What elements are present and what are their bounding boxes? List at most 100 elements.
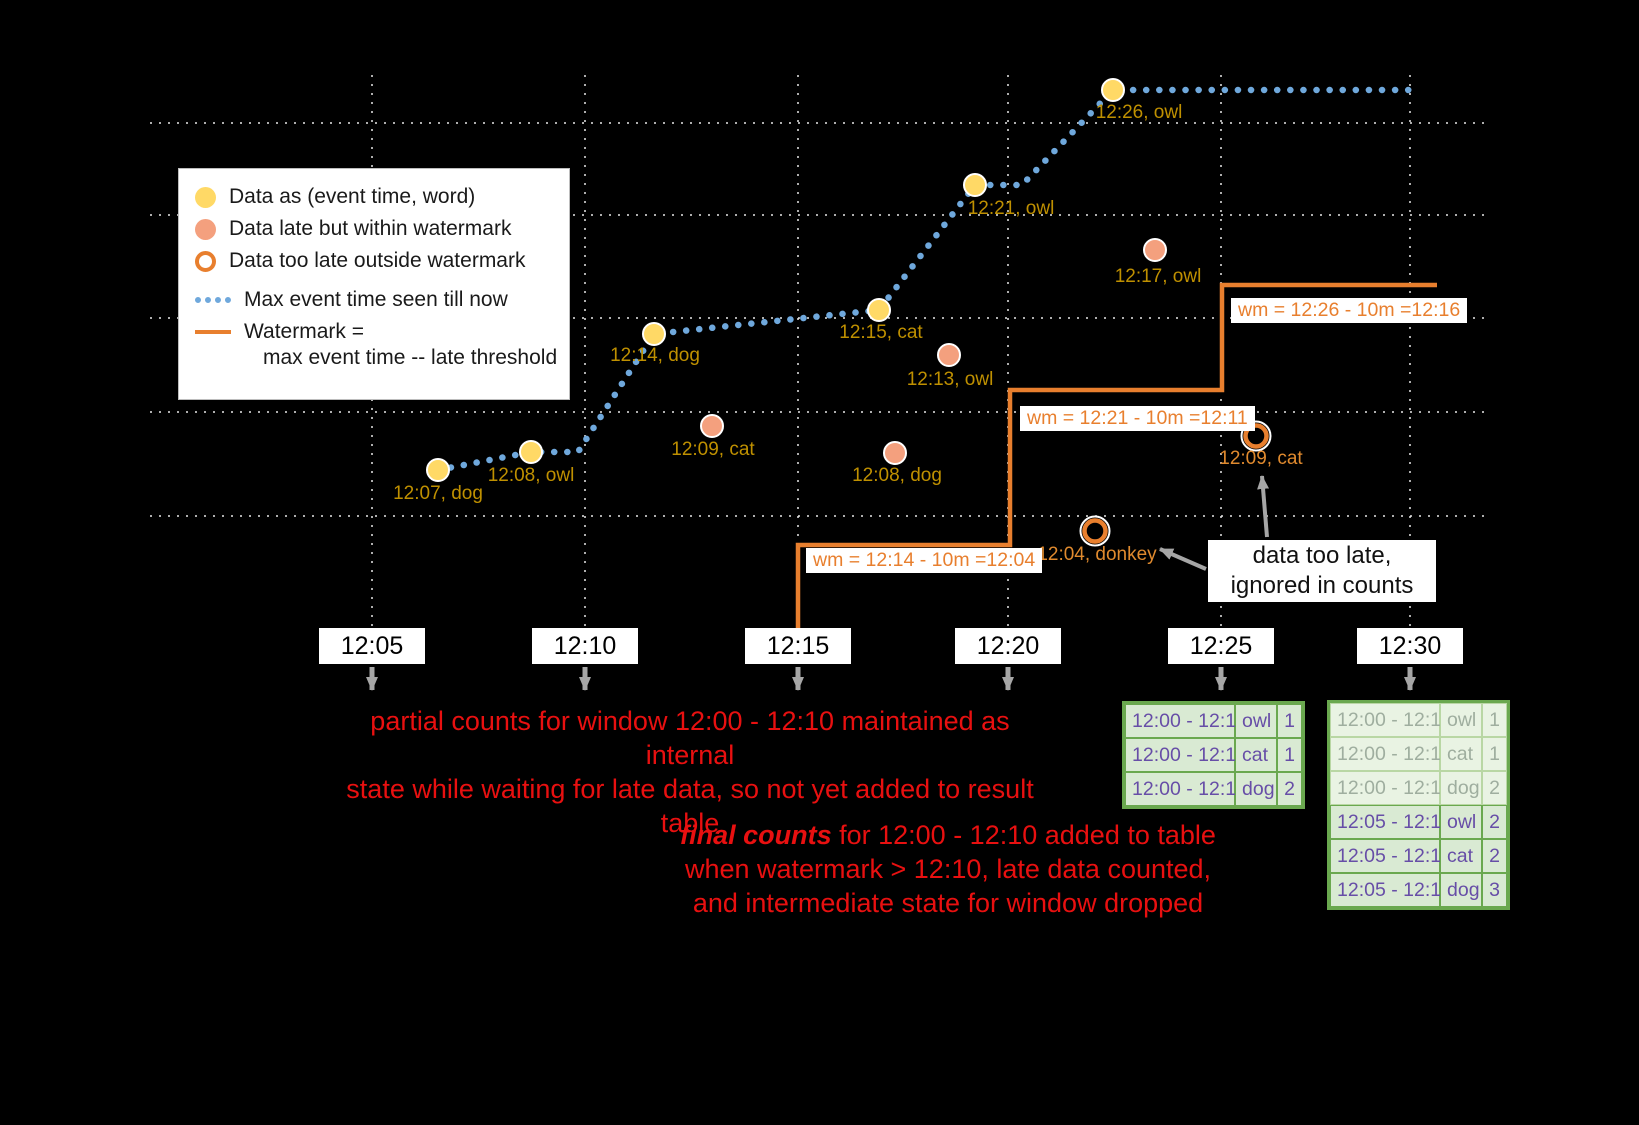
note-line: final counts for 12:00 - 12:10 added to …	[556, 818, 1340, 852]
callout-line: ignored in counts	[1230, 572, 1414, 599]
window-cell: 12:00 - 12:10	[1330, 771, 1452, 805]
point-label: 12:04, donkey	[1037, 544, 1157, 565]
note-line: and intermediate state for window droppe…	[692, 888, 1204, 918]
count-cell: 1	[1277, 738, 1302, 772]
window-cell: 12:00 - 12:10	[1125, 772, 1247, 806]
data-point-on-time	[867, 298, 891, 322]
note-line: state while waiting for late data, so no…	[346, 774, 1034, 838]
watermark-line	[795, 282, 1437, 628]
data-point-on-time	[963, 173, 987, 197]
too-late-callout: data too late, ignored in counts	[1208, 540, 1436, 602]
window-cell: 12:00 - 12:10	[1330, 703, 1452, 737]
point-label: 12:07, dog	[393, 483, 483, 504]
word-cell: dog	[1440, 771, 1482, 805]
callout-arrow	[1257, 475, 1270, 538]
data-point-on-time	[1101, 78, 1125, 102]
legend: Data as (event time, word) Data late but…	[178, 168, 570, 400]
axis-tick-12:05: 12:05	[319, 628, 425, 664]
count-cell: 2	[1277, 772, 1302, 806]
word-cell: dog	[1235, 772, 1277, 806]
too-late-dot-icon	[195, 250, 216, 272]
word-cell: dog	[1440, 873, 1482, 907]
word-cell: cat	[1235, 738, 1277, 772]
watermark-value-label: wm = 12:14 - 10m =12:04	[806, 548, 1043, 573]
count-cell: 2	[1482, 771, 1507, 805]
legend-label: Data as (event time, word)	[229, 185, 476, 208]
solid-line-icon	[195, 330, 231, 334]
legend-label: Max event time seen till now	[244, 288, 508, 311]
late-dot-icon	[195, 218, 216, 240]
data-point-on-time	[519, 440, 543, 464]
window-cell: 12:00 - 12:10	[1125, 738, 1247, 772]
count-cell: 1	[1277, 704, 1302, 738]
data-point-late	[1143, 238, 1167, 262]
point-label: 12:09, cat	[1219, 448, 1303, 469]
data-point-on-time	[642, 322, 666, 346]
legend-item-too-late: Data too late outside watermark	[195, 249, 569, 273]
word-cell: owl	[1235, 704, 1277, 738]
partial-counts-note: partial counts for window 12:00 - 12:10 …	[328, 704, 1052, 840]
window-cell: 12:00 - 12:10	[1125, 704, 1247, 738]
legend-item-ontime: Data as (event time, word)	[195, 185, 569, 209]
point-label: 12:15, cat	[839, 322, 923, 343]
data-point-on-time	[426, 458, 450, 482]
on-time-dot-icon	[195, 186, 216, 208]
word-cell: cat	[1440, 737, 1482, 771]
axis-tick-12:15: 12:15	[745, 628, 851, 664]
point-label: 12:09, cat	[671, 439, 755, 460]
axis-tick-12:20: 12:20	[955, 628, 1061, 664]
legend-item-late: Data late but within watermark	[195, 217, 569, 241]
dotted-line-icon	[195, 297, 231, 303]
point-label: 12:08, owl	[488, 465, 575, 486]
data-point-late	[700, 414, 724, 438]
window-cell: 12:05 - 12:15	[1330, 839, 1452, 873]
legend-label: Data too late outside watermark	[229, 249, 526, 272]
too-late-point-outline	[1240, 420, 1272, 452]
word-cell: owl	[1440, 805, 1482, 839]
legend-label: Data late but within watermark	[229, 217, 512, 240]
word-cell: owl	[1440, 703, 1482, 737]
watermark-value-label: wm = 12:26 - 10m =12:16	[1231, 298, 1468, 323]
axis-tick-12:30: 12:30	[1357, 628, 1463, 664]
legend-item-watermark: Watermark =	[195, 320, 569, 344]
too-late-point-outline	[1079, 515, 1111, 547]
point-label: 12:26, owl	[1096, 102, 1183, 123]
count-cell: 1	[1482, 737, 1507, 771]
word-cell: cat	[1440, 839, 1482, 873]
data-point-late	[937, 343, 961, 367]
legend-label: Watermark =	[244, 320, 364, 343]
window-cell: 12:00 - 12:10	[1330, 737, 1452, 771]
note-line: when watermark > 12:10, late data counte…	[684, 854, 1212, 884]
data-point-too-late	[1082, 518, 1108, 544]
count-cell: 3	[1482, 873, 1507, 907]
count-cell: 1	[1482, 703, 1507, 737]
data-point-late	[883, 441, 907, 465]
point-label: 12:14, dog	[610, 345, 700, 366]
count-cell: 2	[1482, 839, 1507, 873]
window-cell: 12:05 - 12:15	[1330, 873, 1452, 907]
point-label: 12:08, dog	[852, 465, 942, 486]
callout-line: data too late,	[1252, 542, 1392, 569]
final-counts-note: final counts for 12:00 - 12:10 added to …	[556, 818, 1340, 920]
count-cell: 2	[1482, 805, 1507, 839]
point-label: 12:21, owl	[968, 198, 1055, 219]
watermark-value-label: wm = 12:21 - 10m =12:11	[1020, 406, 1255, 431]
axis-tick-12:25: 12:25	[1168, 628, 1274, 664]
axis-tick-12:10: 12:10	[532, 628, 638, 664]
point-label: 12:17, owl	[1115, 266, 1202, 287]
legend-item-watermark-line2: max event time -- late threshold	[263, 346, 569, 370]
legend-label: max event time -- late threshold	[263, 346, 558, 369]
point-label: 12:13, owl	[907, 369, 994, 390]
